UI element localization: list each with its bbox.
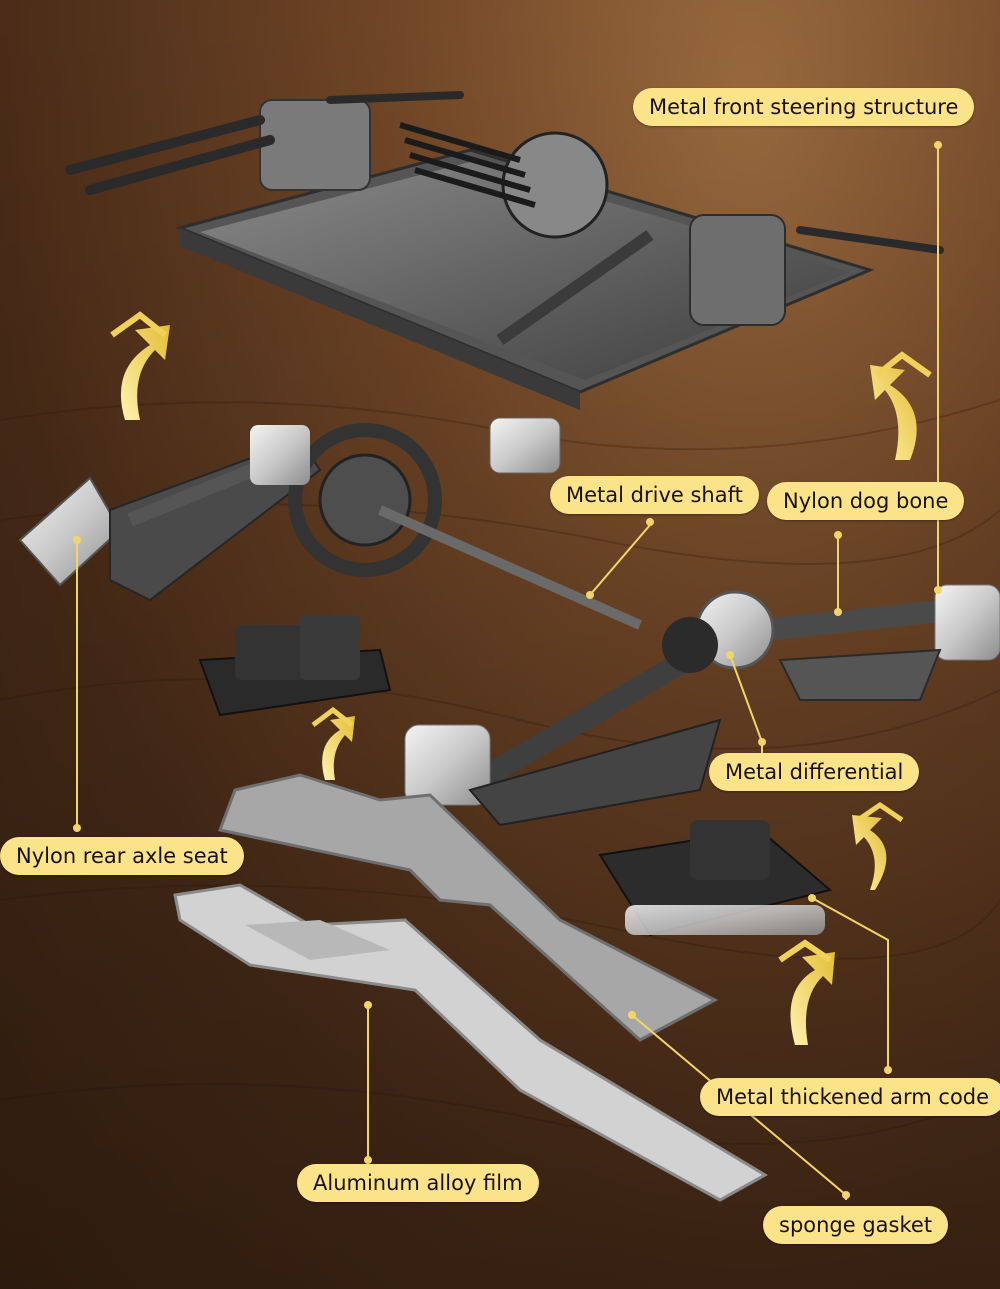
label-sponge-gasket: sponge gasket: [763, 1206, 949, 1244]
front-mount-block: [598, 820, 833, 937]
label-drive-shaft: Metal drive shaft: [550, 476, 759, 514]
label-differential: Metal differential: [709, 753, 920, 791]
label-dog-bone: Nylon dog bone: [767, 482, 965, 520]
rear-axle-assembly: [18, 417, 643, 630]
metal-chassis-plate: [217, 773, 719, 1042]
label-thickened-arm-code: Metal thickened arm code: [700, 1078, 1000, 1116]
top-chassis-assembly: [65, 91, 944, 410]
up-arrow-icon: [852, 801, 904, 890]
rear-mount-block: [198, 615, 392, 717]
up-arrow-icon: [110, 311, 170, 420]
label-rear-axle-seat: Nylon rear axle seat: [0, 837, 244, 875]
up-arrow-icon: [870, 351, 932, 460]
leader-dots: [73, 141, 942, 1199]
label-front-steering: Metal front steering structure: [633, 88, 975, 126]
up-arrow-icon: [311, 706, 355, 780]
label-aluminum-film: Aluminum alloy film: [297, 1164, 539, 1202]
front-axle-assembly: [404, 584, 1000, 827]
sponge-gasket-plate: [173, 883, 768, 1202]
up-arrow-icon: [778, 939, 835, 1045]
